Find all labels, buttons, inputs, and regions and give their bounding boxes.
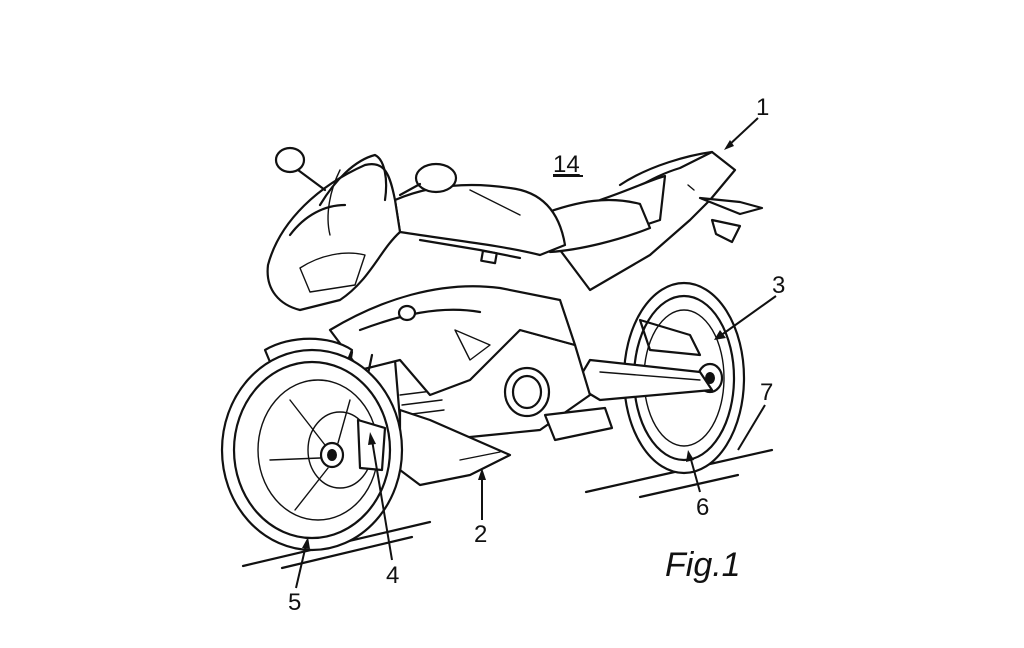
numeral-3: 3	[772, 272, 785, 299]
figure-caption: Fig.1	[665, 546, 741, 584]
reference-numerals: 1 2 3 4 5 6 7 14	[288, 94, 785, 616]
mirrors	[274, 146, 458, 197]
swingarm	[573, 318, 714, 402]
numeral-2: 2	[474, 521, 487, 548]
numeral-6: 6	[696, 494, 709, 521]
windscreen	[318, 153, 388, 207]
numeral-7: 7	[760, 379, 773, 406]
numeral-5: 5	[288, 589, 301, 616]
numeral-4: 4	[386, 562, 399, 589]
front-fairing	[266, 162, 402, 312]
front-wheel	[220, 348, 404, 552]
fuel-tank	[393, 184, 567, 257]
handlebars	[418, 238, 522, 265]
numeral-14: 14	[553, 151, 580, 178]
exhaust	[543, 406, 614, 442]
side-fairing	[328, 285, 577, 397]
leader-lines	[295, 117, 777, 589]
seat	[538, 198, 652, 254]
numeral-1: 1	[756, 94, 769, 121]
